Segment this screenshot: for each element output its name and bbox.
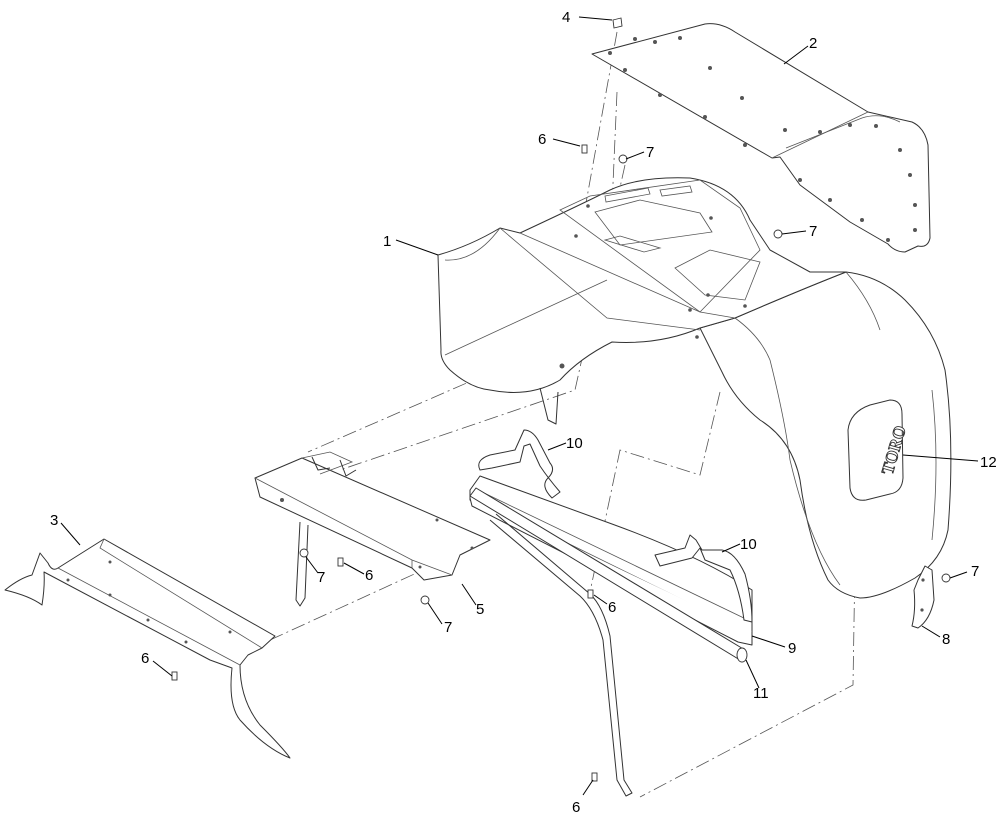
callout-leaders	[60, 16, 979, 796]
hardware-7d	[420, 595, 430, 605]
hardware-6a	[581, 144, 588, 154]
rear-hood: TORO	[699, 271, 952, 599]
callout-6: 6	[538, 131, 546, 148]
callout-6: 6	[141, 650, 149, 667]
lower-deflector	[4, 538, 291, 759]
hardware-7b	[773, 229, 783, 239]
callout-9: 9	[788, 640, 796, 657]
callout-10: 10	[566, 435, 583, 452]
callout-7: 7	[971, 563, 979, 580]
callout-6: 6	[572, 799, 580, 816]
hardware-6e	[591, 772, 598, 782]
callout-11: 11	[753, 685, 769, 702]
hardware-7c	[299, 548, 309, 558]
hardware-7a	[618, 154, 628, 164]
callout-8: 8	[942, 631, 950, 648]
hardware-7e	[941, 573, 951, 583]
callout-6: 6	[608, 599, 616, 616]
support-rod	[489, 513, 633, 797]
panel-rivets	[608, 36, 917, 242]
hardware-6d	[171, 671, 178, 681]
latch	[911, 565, 935, 629]
top-cover-panel	[591, 23, 931, 253]
callout-1: 1	[383, 233, 391, 250]
callout-4: 4	[562, 9, 570, 26]
callout-10: 10	[740, 536, 757, 553]
mounting-bracket	[254, 451, 491, 607]
callout-7: 7	[444, 619, 452, 636]
hardware	[171, 17, 951, 782]
callout-12: 12	[980, 454, 997, 471]
hardware-4	[612, 17, 623, 29]
scraper-assembly	[469, 429, 753, 663]
callout-3: 3	[50, 512, 58, 529]
callout-6: 6	[365, 567, 373, 584]
callout-5: 5	[476, 601, 484, 618]
hardware-6b	[337, 557, 344, 567]
callout-labels: 4 2 6 7 1 7 10 12 3 7 6 10 7 7 5 6 9 8 6…	[50, 9, 997, 816]
callout-7: 7	[809, 223, 817, 240]
callout-2: 2	[809, 35, 817, 52]
hardware-6c	[587, 589, 594, 599]
main-frame	[437, 177, 847, 425]
callout-7: 7	[646, 144, 654, 161]
callout-7: 7	[317, 569, 325, 586]
